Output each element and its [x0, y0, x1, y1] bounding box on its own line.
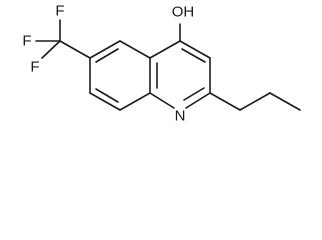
atom-label-f-mid: F — [22, 33, 31, 50]
atom-label-group: OH N F F F — [22, 3, 194, 125]
bond-c2-n — [185, 92, 211, 109]
atom-label-f-bottom: F — [30, 59, 39, 76]
bond-c4a-c4 — [149, 40, 181, 59]
bond-group — [35, 19, 301, 111]
bond-propyl-1 — [209, 92, 241, 111]
bond-c7-c8-inner — [95, 88, 119, 103]
bond-propyl-3 — [269, 92, 301, 111]
structure-drawing: OH N F F F — [22, 3, 301, 125]
bond-c5-c6-inner — [95, 48, 119, 63]
bond-c2-n-inner — [183, 87, 205, 101]
atom-label-n: N — [175, 108, 186, 125]
bond-c4a-c5 — [119, 40, 151, 59]
bond-c4-c3 — [179, 40, 211, 59]
bond-c4-c3-inner — [181, 48, 206, 63]
bond-cf3-f-bottom — [41, 40, 61, 59]
bond-c7-c8 — [89, 92, 121, 111]
bond-c8-c8a — [119, 92, 151, 111]
atom-label-f-top: F — [55, 3, 64, 20]
bond-propyl-2 — [239, 92, 271, 111]
bond-c5-c6 — [89, 40, 121, 59]
atom-label-oh: OH — [172, 4, 195, 21]
bond-c6-cf3 — [59, 40, 91, 59]
bond-n-c8a — [149, 92, 175, 109]
